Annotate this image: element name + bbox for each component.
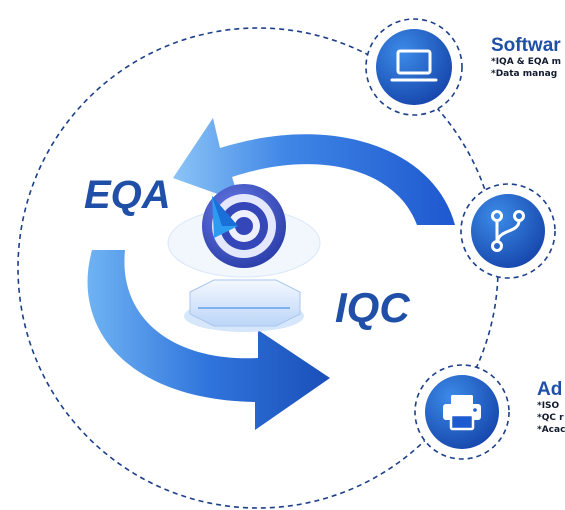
- feature-software-line-2: *Data manag: [491, 69, 558, 79]
- feature-ad-line-2: *QC r: [537, 413, 564, 423]
- feature-node-branch[interactable]: [460, 183, 556, 279]
- printer-icon: [443, 395, 481, 431]
- feature-software-title: Softwar: [491, 35, 561, 56]
- feature-ad-line-1: *ISO: [537, 401, 560, 411]
- feature-ad-line-3: *Acac: [537, 425, 565, 435]
- eqa-label: EQA: [84, 173, 171, 217]
- iqc-label: IQC: [335, 284, 410, 332]
- feature-node-software[interactable]: [365, 18, 463, 116]
- cycle-arrow-top: [173, 118, 455, 225]
- laptop-icon: [390, 49, 438, 82]
- feature-node-printer[interactable]: [414, 364, 510, 460]
- cycle-arrow-bottom: [87, 250, 330, 430]
- feature-software-text: Softwar *IQA & EQA m *Data manag: [491, 36, 561, 80]
- feature-ad-title: Ad: [537, 379, 563, 400]
- feature-ad-text: Ad *ISO *QC r *Acac: [537, 380, 565, 436]
- target-icon: [202, 184, 286, 268]
- feature-software-line-1: *IQA & EQA m: [491, 57, 562, 67]
- branch-icon: [491, 210, 525, 252]
